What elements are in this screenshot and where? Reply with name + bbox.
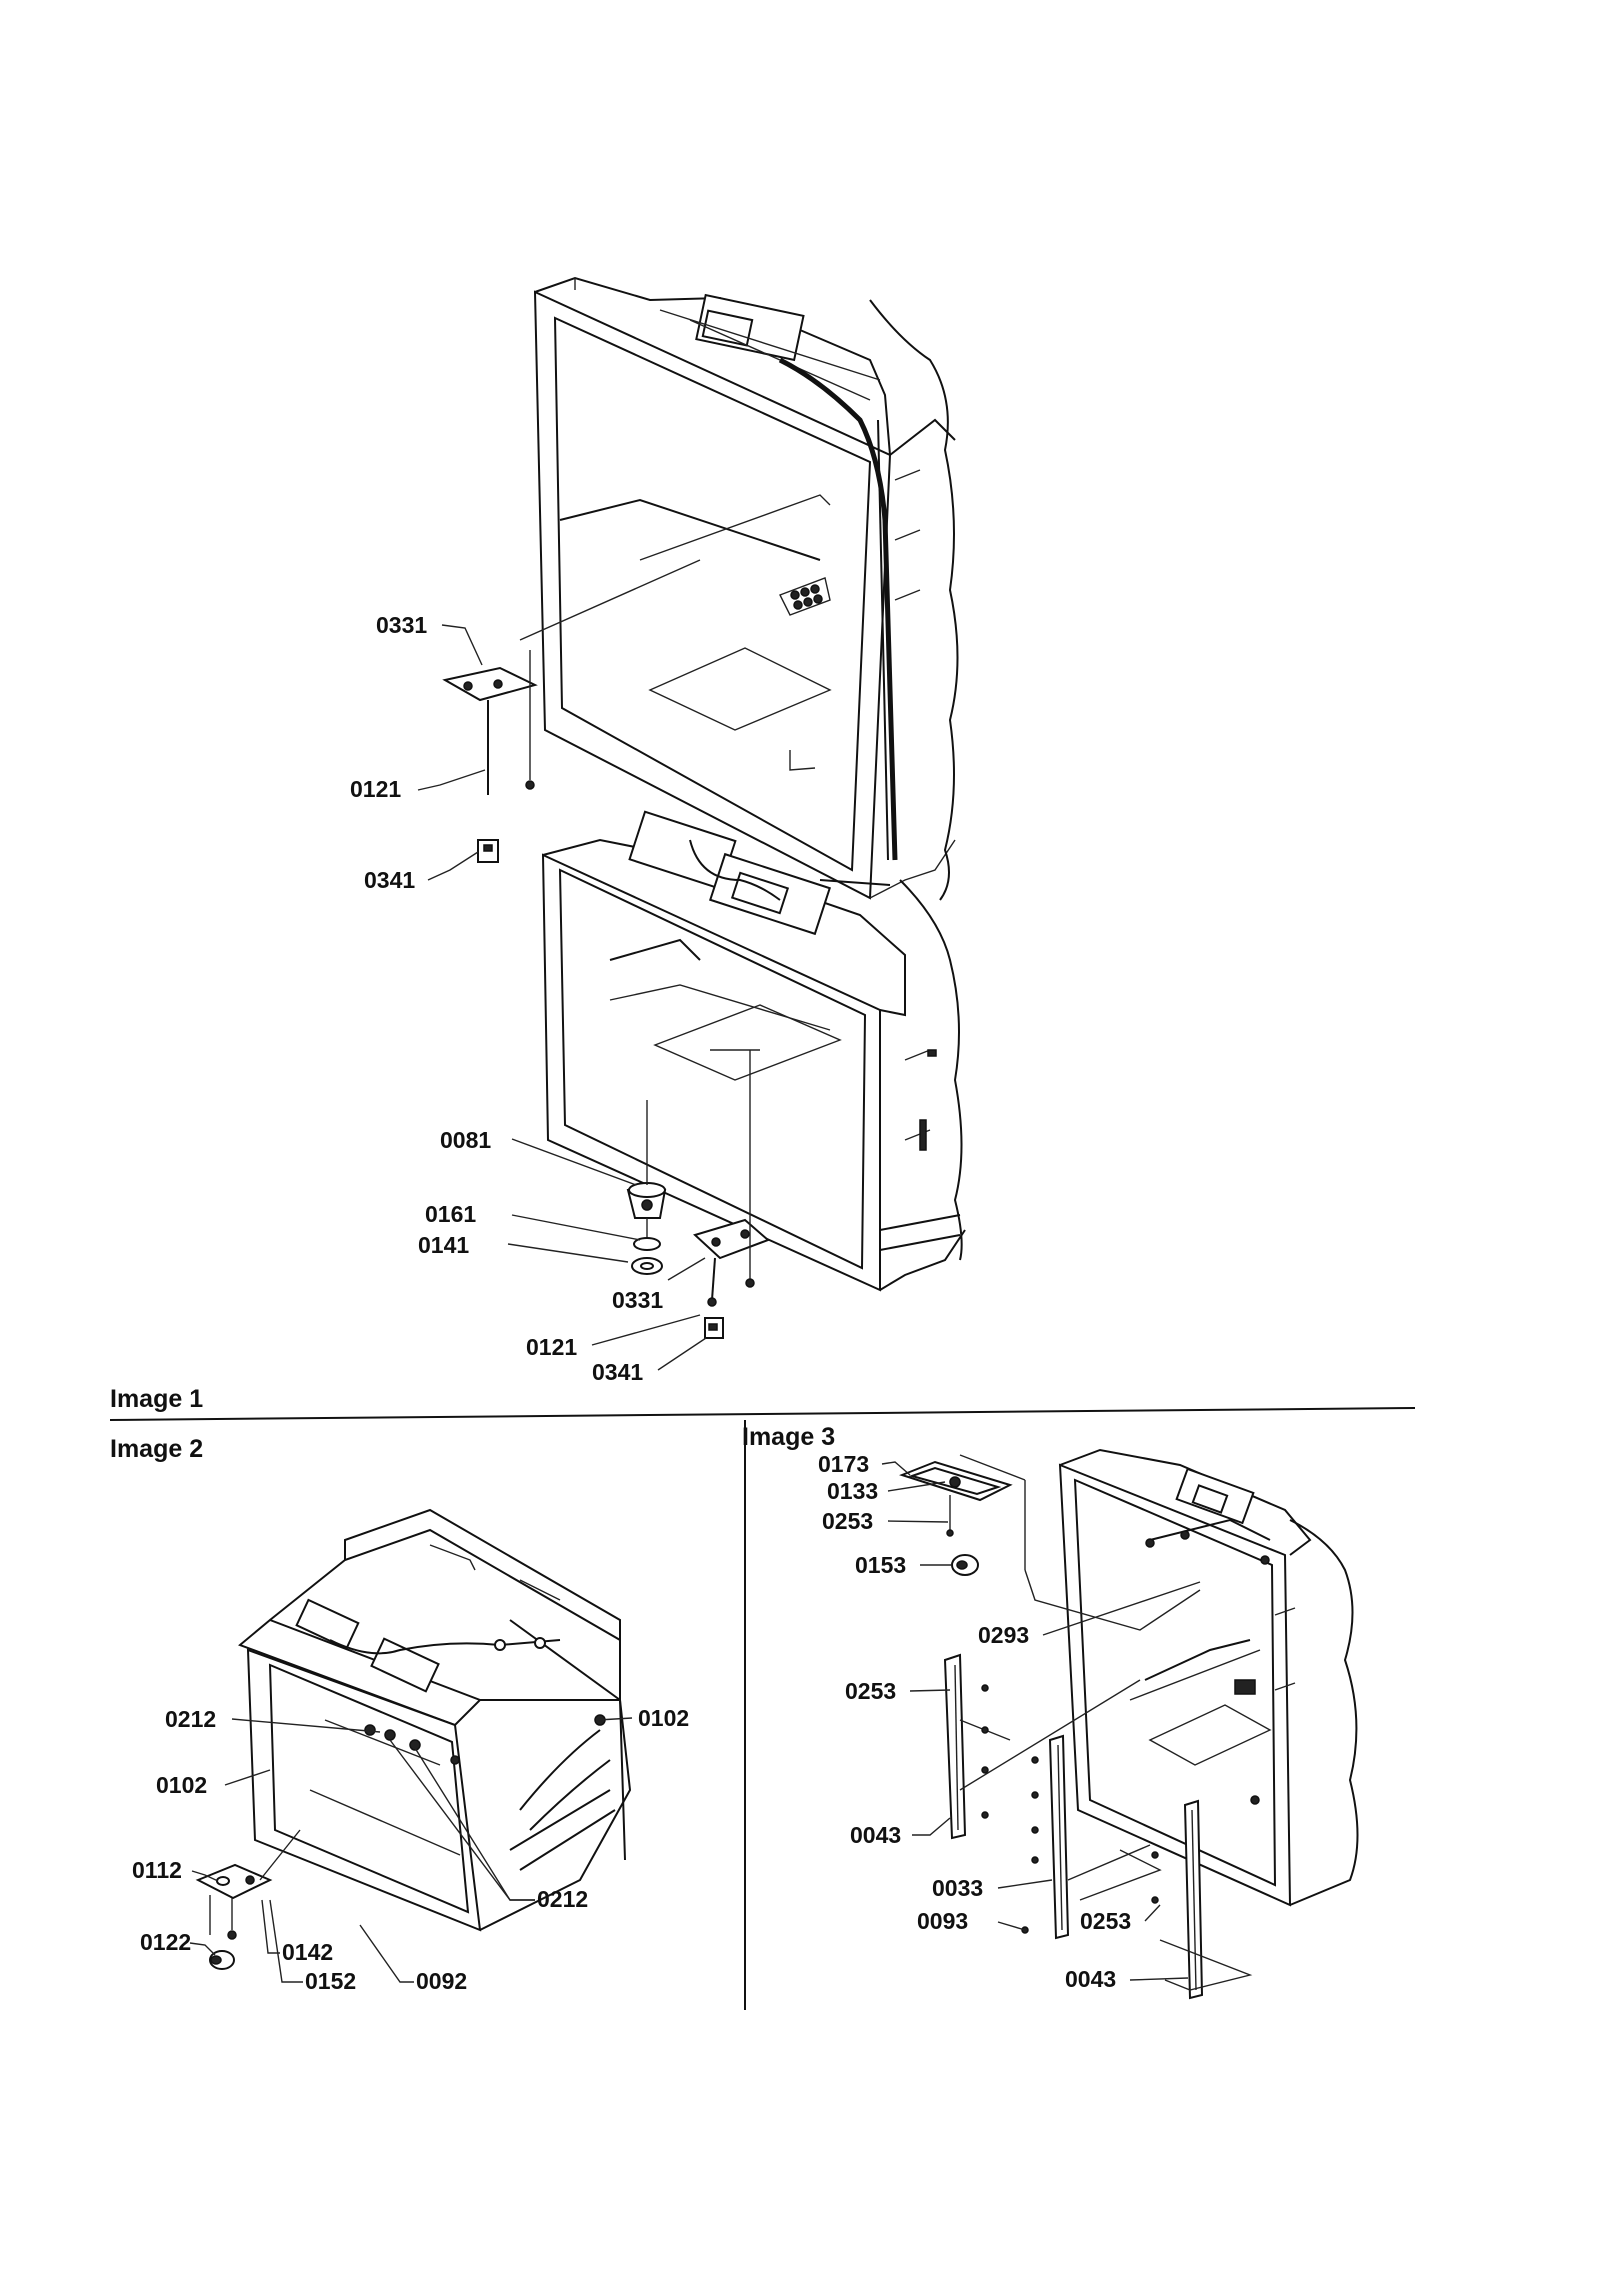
- image2-drawing: [195, 1508, 632, 1970]
- upper-hinge-assembly: [442, 559, 701, 863]
- section-title-image1: Image 1: [110, 1385, 203, 1413]
- label-0253-bottom: 0253: [1080, 1908, 1131, 1934]
- label-0212-right: 0212: [537, 1886, 588, 1912]
- label-0161: 0161: [425, 1201, 476, 1227]
- label-0253-middle: 0253: [845, 1678, 896, 1704]
- label-0253-top: 0253: [822, 1508, 873, 1534]
- label-0173: 0173: [818, 1451, 869, 1477]
- label-0121-upper: 0121: [350, 776, 401, 802]
- label-0212-left: 0212: [165, 1706, 216, 1732]
- label-0121-lower: 0121: [526, 1334, 577, 1360]
- upper-liner-drawing: [533, 276, 959, 901]
- label-0112: 0112: [132, 1857, 182, 1883]
- section-title-image2: Image 2: [110, 1435, 203, 1463]
- label-0152: 0152: [305, 1968, 356, 1994]
- label-0092: 0092: [416, 1968, 467, 1994]
- label-0142: 0142: [282, 1939, 333, 1965]
- vent-grille: [790, 584, 823, 610]
- label-0122: 0122: [140, 1929, 191, 1955]
- label-0341-upper: 0341: [364, 867, 415, 893]
- label-0331-lower: 0331: [612, 1287, 663, 1313]
- label-0141: 0141: [418, 1232, 469, 1258]
- image3-drawing: [899, 1448, 1359, 2000]
- label-0033: 0033: [932, 1875, 983, 1901]
- label-0093: 0093: [917, 1908, 968, 1934]
- lower-hinge-assembly: [626, 1049, 770, 1339]
- label-0102-left: 0102: [156, 1772, 207, 1798]
- image1-leaders: [417, 624, 707, 1371]
- label-0293: 0293: [978, 1622, 1029, 1648]
- divider-horizontal: [109, 1407, 1416, 1421]
- label-0043-right: 0043: [1065, 1966, 1116, 1992]
- label-0331-upper: 0331: [376, 612, 427, 638]
- label-0133: 0133: [827, 1478, 878, 1504]
- image3-leaders: [881, 1461, 1201, 1981]
- label-0081: 0081: [440, 1127, 491, 1153]
- label-0341-lower: 0341: [592, 1359, 643, 1385]
- image2-leaders: [189, 1717, 633, 1983]
- label-0043-left: 0043: [850, 1822, 901, 1848]
- section-title-image3: Image 3: [742, 1423, 835, 1451]
- lower-liner-drawing: [541, 810, 966, 1292]
- label-0102-right: 0102: [638, 1705, 689, 1731]
- label-0153: 0153: [855, 1552, 906, 1578]
